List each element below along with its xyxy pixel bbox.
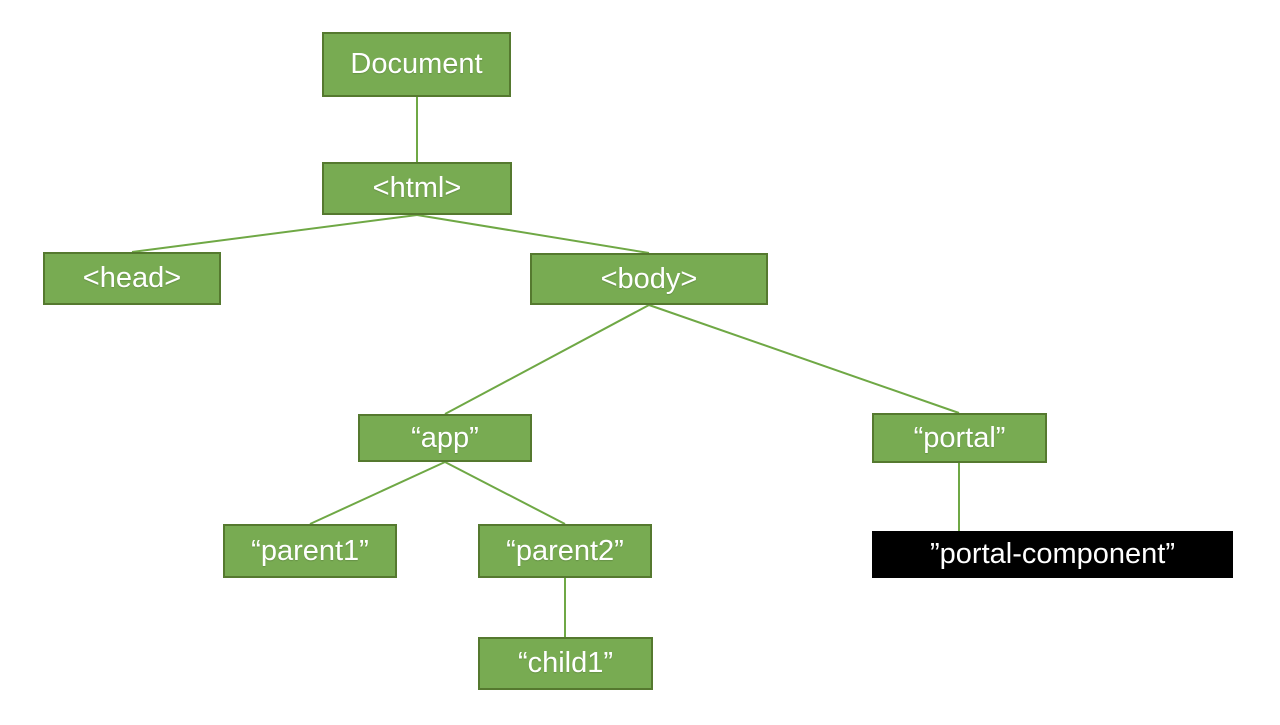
tree-node-html: <html>: [322, 162, 512, 215]
connector-html-to-body: [416, 214, 650, 254]
connector-body-to-app: [444, 304, 650, 415]
connector-html-to-head: [131, 214, 418, 253]
tree-node-parent1: “parent1”: [223, 524, 397, 578]
connector-body-to-portal: [648, 304, 960, 414]
tree-node-document: Document: [322, 32, 511, 97]
tree-node-parent2: “parent2”: [478, 524, 652, 578]
tree-node-child1: “child1”: [478, 637, 653, 690]
tree-node-head: <head>: [43, 252, 221, 305]
connector-app-to-parent2: [444, 461, 566, 525]
tree-node-body: <body>: [530, 253, 768, 305]
tree-node-portal-component: ”portal-component”: [872, 531, 1233, 578]
tree-node-portal: “portal”: [872, 413, 1047, 463]
tree-node-app: “app”: [358, 414, 532, 462]
connector-app-to-parent1: [309, 461, 446, 525]
